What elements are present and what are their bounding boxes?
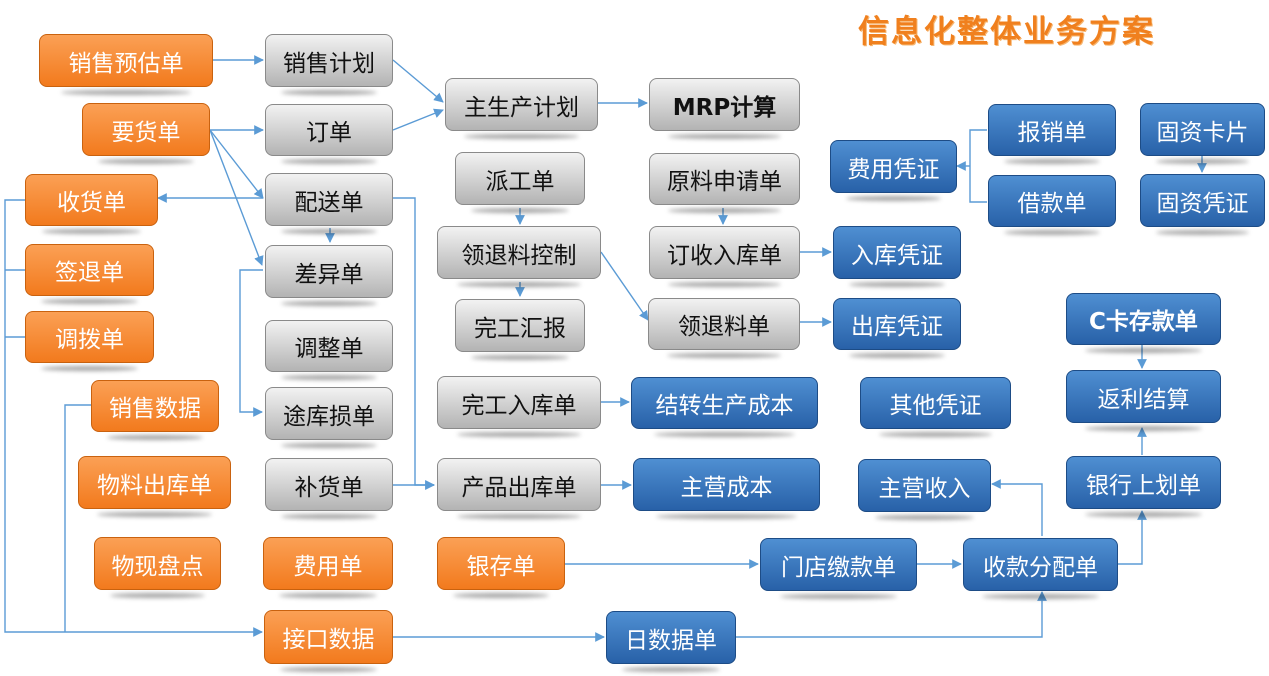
node-qita-pingzheng: 其他凭证 — [860, 377, 1011, 429]
node-lingtuiliao-kongzhi: 领退料控制 — [437, 226, 601, 279]
node-lingtuiliao: 领退料单 — [648, 298, 800, 350]
node-shouhuo: 收货单 — [25, 174, 158, 226]
node-zhuying-chengben: 主营成本 — [633, 458, 820, 511]
node-zhu-shengchan: 主生产计划 — [445, 78, 598, 131]
node-yaohuo: 要货单 — [82, 103, 210, 156]
node-chayi: 差异单 — [265, 245, 393, 298]
node-xiaoshou-shuju: 销售数据 — [91, 380, 219, 432]
node-jiezhuan-chengben: 结转生产成本 — [631, 377, 818, 429]
node-xiaoshou-yugu: 销售预估单 — [39, 34, 213, 87]
node-c-ka-cunkuan: C卡存款单 — [1066, 293, 1221, 345]
node-paigong: 派工单 — [455, 152, 585, 205]
node-qiantui: 签退单 — [25, 244, 154, 296]
node-jiekou-shuju: 接口数据 — [264, 610, 393, 664]
node-mrp: MRP计算 — [649, 78, 800, 131]
node-feiyong: 费用单 — [263, 537, 393, 590]
node-zhuying-shouru: 主营收入 — [858, 459, 991, 512]
node-guzi-pingzheng: 固资凭证 — [1140, 174, 1265, 227]
node-ri-shuju: 日数据单 — [606, 611, 736, 664]
node-tuku-sun: 途库损单 — [265, 387, 393, 440]
node-wangong-huibao: 完工汇报 — [455, 299, 585, 352]
node-fanli-jiesuan: 返利结算 — [1066, 370, 1221, 423]
node-baoxiao: 报销单 — [988, 104, 1116, 156]
node-yuanliao-shenqing: 原料申请单 — [649, 153, 800, 205]
node-menden-jiaokuan: 门店缴款单 — [760, 538, 917, 591]
node-ruku-pingzheng: 入库凭证 — [833, 226, 961, 279]
node-shoukuan-fenpei: 收款分配单 — [963, 538, 1118, 591]
node-wangong-ruku: 完工入库单 — [437, 376, 601, 429]
node-buhuo: 补货单 — [265, 458, 393, 511]
node-peisong: 配送单 — [265, 173, 393, 226]
node-wuliao-chuku: 物料出库单 — [78, 456, 231, 509]
node-tiaozheng: 调整单 — [265, 320, 393, 372]
node-wuxian-pandian: 物现盘点 — [94, 537, 221, 590]
node-guzi-kapian: 固资卡片 — [1140, 103, 1265, 156]
node-dingshou-ruku: 订收入库单 — [649, 226, 800, 279]
node-diaobo: 调拨单 — [25, 311, 154, 363]
node-chanpin-chuku: 产品出库单 — [437, 458, 601, 511]
node-chuku-pingzheng: 出库凭证 — [833, 298, 961, 350]
node-dingdan: 订单 — [265, 104, 393, 156]
node-jiekuan: 借款单 — [988, 175, 1116, 227]
page-title: 信息化整体业务方案 — [858, 14, 1155, 50]
node-feiyong-pingzheng: 费用凭证 — [830, 140, 957, 193]
node-yincun: 银存单 — [437, 537, 565, 590]
node-yinhang-shanghua: 银行上划单 — [1066, 456, 1221, 509]
node-xiaoshou-jihua: 销售计划 — [265, 34, 393, 87]
